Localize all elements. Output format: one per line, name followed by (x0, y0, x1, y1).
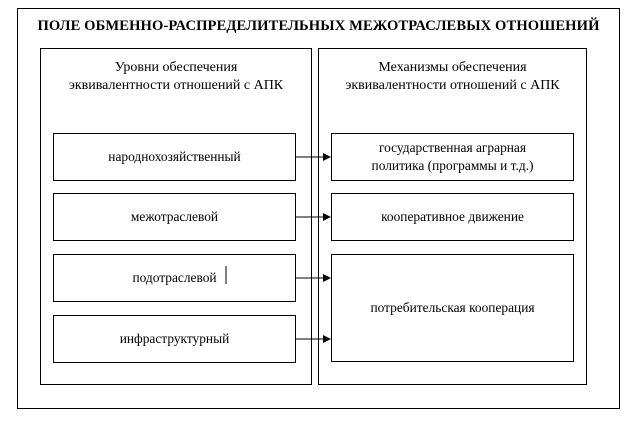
level-label: межотраслевой (130, 209, 219, 224)
levels-column-header: Уровни обеспечения эквивалентности отнош… (41, 59, 311, 95)
mechanisms-header-line2: эквивалентности отношений с АПК (345, 78, 560, 93)
levels-header-line1: Уровни обеспечения (114, 60, 238, 75)
levels-column: Уровни обеспечения эквивалентности отнош… (40, 48, 312, 385)
levels-header-line2: эквивалентности отношений с АПК (68, 78, 284, 93)
mechanism-label: потребительская кооперация (370, 300, 535, 315)
mechanism-box-state-policy: государственная аграрная политика (прогр… (331, 133, 574, 181)
mechanism-box-cooperative-movement: кооперативное движение (331, 193, 574, 241)
level-box-subsectoral: подотраслевой (53, 254, 296, 302)
diagram-title: ПОЛЕ ОБМЕННО-РАСПРЕДЕЛИТЕЛЬНЫХ МЕЖОТРАСЛ… (37, 18, 600, 34)
mechanism-label-line1: государственная аграрная (378, 140, 527, 155)
mechanism-label: кооперативное движение (381, 209, 524, 224)
diagram-frame (17, 8, 620, 409)
level-label: народнохозяйственный (108, 149, 241, 164)
level-box-intersectoral: межотраслевой (53, 193, 296, 241)
level-box-infrastructure: инфраструктурный (53, 315, 296, 363)
mechanism-box-consumer-cooperation: потребительская кооперация (331, 254, 574, 362)
level-box-national: народнохозяйственный (53, 133, 296, 181)
mechanisms-column: Механизмы обеспечения эквивалентности от… (318, 48, 587, 385)
level-label: инфраструктурный (119, 331, 230, 346)
level-label: подотраслевой (132, 270, 217, 285)
mechanisms-header-line1: Механизмы обеспечения (378, 60, 527, 75)
mechanisms-column-header: Механизмы обеспечения эквивалентности от… (319, 59, 586, 95)
mechanism-label-line2: политика (программы и т.д.) (371, 158, 534, 173)
